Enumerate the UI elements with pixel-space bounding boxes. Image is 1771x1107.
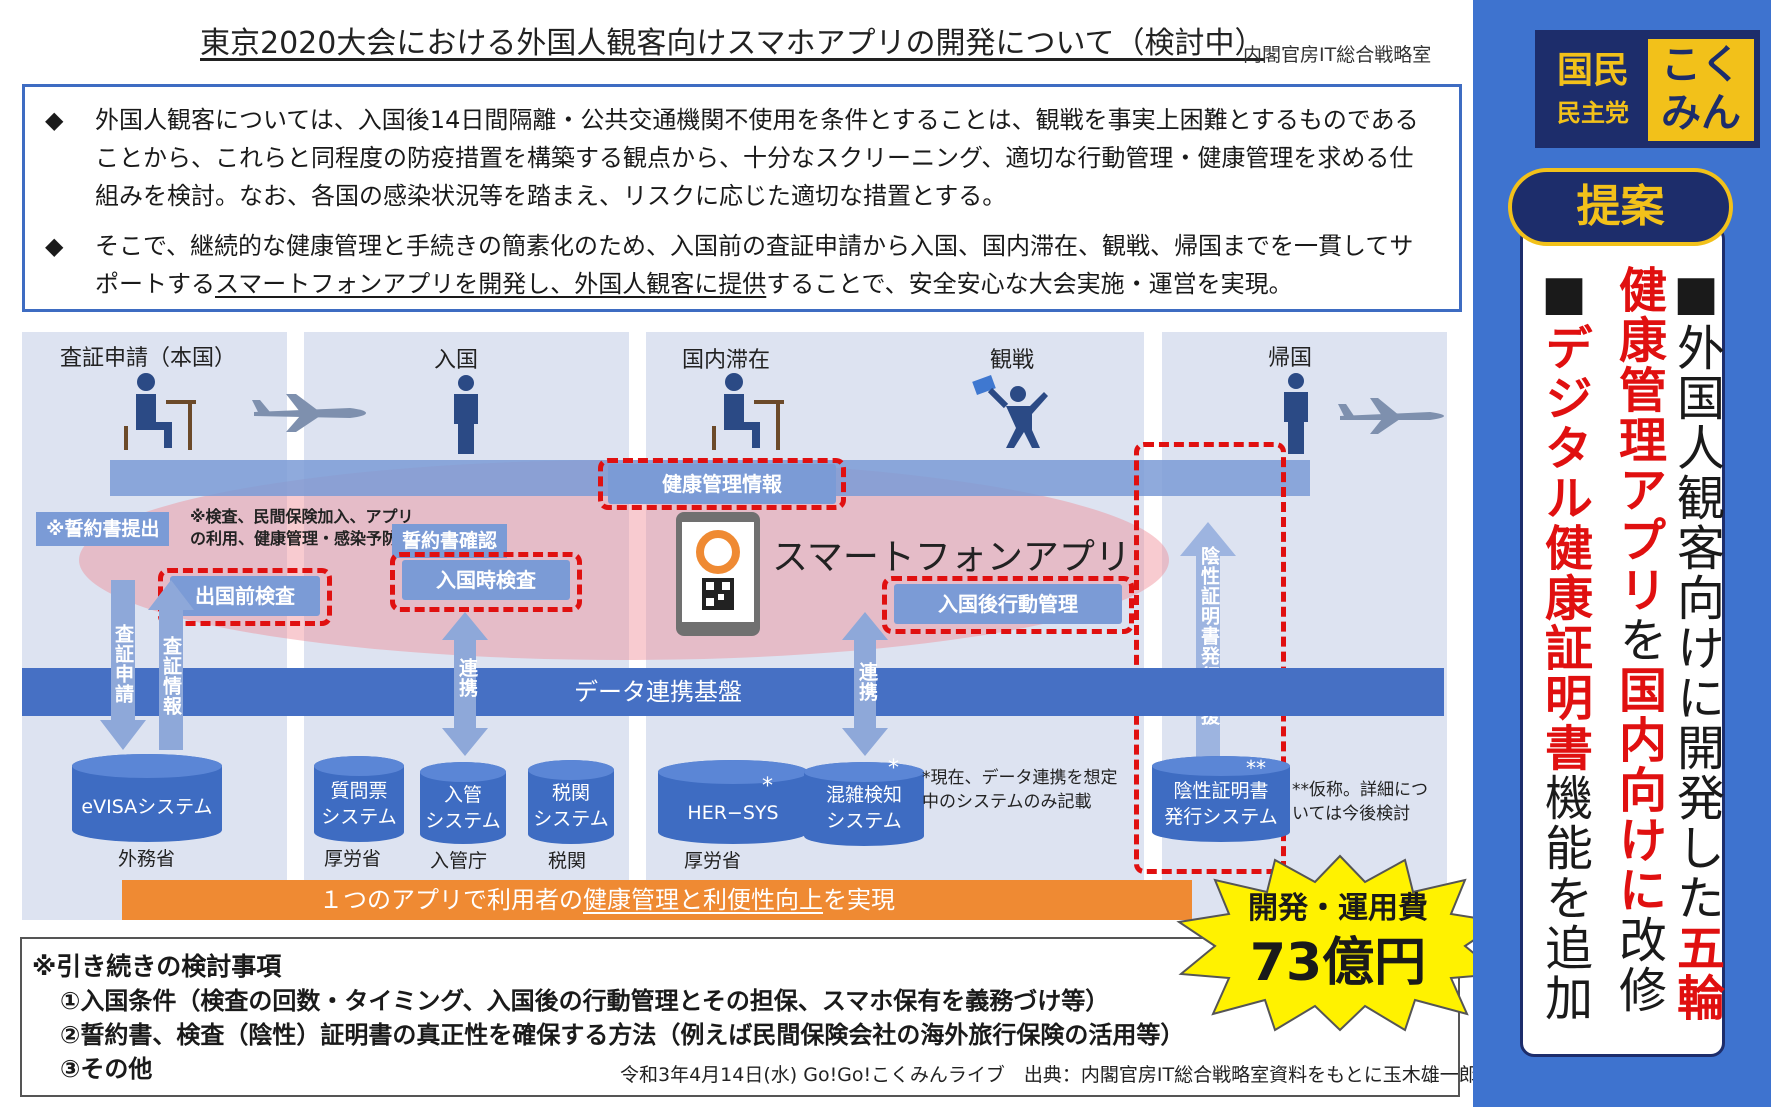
page-title: 東京2020大会における外国人観客向けスマホアプリの開発について（検討中） <box>200 26 1265 61</box>
system-negative-cert-label: 陰性証明書 発行システム <box>1164 780 1278 828</box>
system-customs-label: 税関 システム <box>533 782 609 830</box>
system-evisa: eVISAシステム <box>72 754 222 842</box>
diamond-bullet-icon: ◆ <box>45 232 64 260</box>
link-label-1: 連携 <box>456 658 478 698</box>
system-questionnaire: 質問票 システム <box>314 756 404 842</box>
flow-diagram: 査証申請（本国） 入国 国内滞在 観戦 帰国 <box>22 332 1447 924</box>
one-app-pre: １つのアプリで利用者の <box>319 886 583 914</box>
title-source: 内閣官房IT総合戦略室 <box>1243 44 1432 66</box>
smartphone-icon <box>676 512 760 636</box>
intro-b2-pre: そこで、継続的な健康管理と手続きの簡素化のため、入国前の査証申請から入国、国内滞… <box>95 232 1414 298</box>
one-app-post: を実現 <box>823 886 895 914</box>
system-immigration-label: 入管 システム <box>425 784 501 832</box>
visa-info-label: 査証情報 <box>160 636 182 716</box>
intro-b2-post: することで、安全安心な大会実施・運営を実現。 <box>766 270 1293 298</box>
standing-person-icon <box>454 375 478 454</box>
system-negative-cert: 陰性証明書 発行システム <box>1152 756 1290 842</box>
party-logo: 国民 民主党 こく みん <box>1535 30 1760 148</box>
stage-label-stay: 国内滞在 <box>682 348 771 373</box>
intro-bullet-1-text: 外国人観客については、入国後14日間隔離・公共交通機関不使用を条件とすることは、… <box>95 106 1419 210</box>
double-arrow-icon <box>842 612 888 756</box>
proposal-pill: 提案 <box>1508 168 1733 246</box>
pending-issues-box: ※引き続きの検討事項 ①入国条件（検査の回数・タイミング、入国後の行動管理とその… <box>20 937 1460 1097</box>
post-entry-management-label: 入国後行動管理 <box>894 584 1122 624</box>
system-customs: 税関 システム <box>528 760 614 844</box>
airplane-icon <box>1338 398 1444 434</box>
down-arrow-icon <box>100 580 146 750</box>
pending-issue-2: ②誓約書、検査（陰性）証明書の真正性を確保する方法（例えば民間保険会社の海外旅行… <box>60 1021 1185 1049</box>
data-platform-band <box>22 668 1444 716</box>
note-star: *現在、データ連携を想定中のシステムのみ記載 <box>922 768 1118 812</box>
logo-kokumin: 国民 <box>1556 50 1629 91</box>
system-immigration: 入管 システム <box>420 762 506 844</box>
note-double-star: **仮称。詳細については今後検討 <box>1292 780 1428 824</box>
proposal-line-2: 健康管理アプリを国内向けに改修 <box>1610 265 1666 1015</box>
proposal-line-3: ■デジタル健康証明書機能を追加 <box>1536 265 1592 1023</box>
double-arrow-icon <box>442 612 488 756</box>
stage-label-return: 帰国 <box>1268 346 1313 371</box>
cheering-person-icon <box>972 375 1048 448</box>
asterisk-mark: * <box>762 774 773 799</box>
stage-label-entry: 入国 <box>434 348 479 373</box>
agency-mhlw-2: 厚労省 <box>684 850 742 872</box>
highlight-post-entry-management <box>882 576 1134 634</box>
footer-source: 令和3年4月14日(水) Go!Go!こくみんライブ 出典：内閣官房IT総合戦略… <box>620 1064 1611 1086</box>
diamond-bullet-icon: ◆ <box>45 106 64 134</box>
agency-customs: 税関 <box>548 850 587 872</box>
proposal-card <box>1520 225 1725 1057</box>
proposal-label: 提案 <box>1576 181 1665 232</box>
airplane-icon <box>252 394 366 432</box>
pending-issue-1: ①入国条件（検査の回数・タイミング、入国後の行動管理とその担保、スマホ保有を義務… <box>60 987 1110 1015</box>
system-evisa-label: eVISAシステム <box>81 796 213 818</box>
system-hersys-label: HER−SYS <box>687 802 779 824</box>
highlight-arrival-test <box>390 552 582 612</box>
asterisk-mark: * <box>888 756 899 781</box>
proposal-line-1: ■外国人観客向けに開発した五輪 <box>1668 265 1724 1023</box>
highlight-negative-cert <box>1134 442 1286 874</box>
cost-starburst-icon <box>1176 854 1504 1032</box>
pending-issue-3: ③その他 <box>60 1055 153 1083</box>
cost-label: 開発・運用費 <box>1248 891 1428 926</box>
intro-box: ◆ 外国人観客については、入国後14日間隔離・公共交通機関不使用を条件とすること… <box>22 84 1462 312</box>
logo-minshuto: 民主党 <box>1557 99 1629 127</box>
arrival-test-label: 入国時検査 <box>402 560 570 600</box>
pending-issues-title: ※引き続きの検討事項 <box>32 952 282 981</box>
agency-isa: 入管庁 <box>430 850 488 872</box>
system-congestion: 混雑検知 システム <box>804 762 924 846</box>
intro-bullet-2: ◆ そこで、継続的な健康管理と手続きの簡素化のため、入国前の査証申請から入国、国… <box>45 227 1435 303</box>
highlight-health-info <box>598 458 846 510</box>
intro-b2-underlined: スマートフォンアプリを開発し、外国人観客に提供 <box>215 270 767 298</box>
cost-value: 73億円 <box>1249 933 1427 993</box>
system-questionnaire-label: 質問票 システム <box>321 780 397 828</box>
data-platform-label: データ連携基盤 <box>574 678 742 706</box>
seated-person-icon <box>712 373 784 450</box>
seated-person-icon <box>124 373 196 450</box>
link-label-2: 連携 <box>856 662 878 702</box>
system-congestion-label: 混雑検知 システム <box>825 784 902 832</box>
standing-person-icon <box>1284 373 1308 454</box>
visa-application-label: 査証申請 <box>112 624 134 704</box>
logo-min: みん <box>1661 90 1741 136</box>
logo-koku: こく <box>1661 42 1741 88</box>
stage-label-visa: 査証申請（本国） <box>60 346 237 371</box>
one-app-band: １つのアプリで利用者の健康管理と利便性向上を実現 <box>122 880 1192 920</box>
system-hersys: HER−SYS <box>658 760 808 844</box>
agency-mhlw: 厚労省 <box>324 848 382 870</box>
smartphone-app-label: スマートフォンアプリ <box>772 537 1131 578</box>
up-arrow-icon <box>148 580 194 750</box>
pre-departure-test-label: 出国前検査 <box>170 576 320 616</box>
pledge-submit-label: ※誓約書提出 <box>36 512 170 546</box>
health-info-label: 健康管理情報 <box>608 464 836 504</box>
stage-label-watch: 観戦 <box>990 348 1035 373</box>
intro-bullet-2-text: そこで、継続的な健康管理と手続きの簡素化のため、入国前の査証申請から入国、国内滞… <box>95 227 1435 303</box>
double-asterisk-mark: ** <box>1246 756 1266 780</box>
agency-mofa: 外務省 <box>118 848 176 870</box>
one-app-underlined: 健康管理と利便性向上 <box>583 886 823 914</box>
pledge-note: ※検査、民間保険加入、アプリの利用、健康管理・感染予防等 <box>190 507 415 548</box>
intro-bullet-1: ◆ 外国人観客については、入国後14日間隔離・公共交通機関不使用を条件とすること… <box>45 101 1435 215</box>
